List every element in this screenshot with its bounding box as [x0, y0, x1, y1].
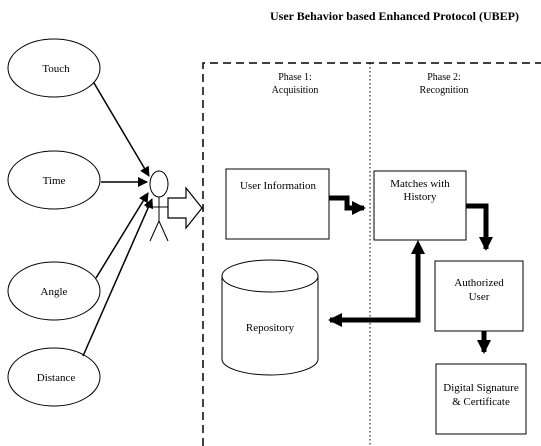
user-information-label: User Information	[240, 180, 317, 192]
signature-label-line2: & Certificate	[452, 396, 510, 408]
repository-label: Repository	[246, 322, 295, 334]
authorized-label-line1: Authorized	[454, 277, 504, 289]
matches-to-authorized-arrow	[466, 203, 493, 251]
repository-cylinder: Repository	[221, 259, 319, 376]
matches-label-line1: Matches with	[390, 178, 450, 190]
touch-node: Touch	[7, 38, 101, 98]
block-arrow	[167, 186, 203, 230]
angle-node: Angle	[7, 261, 101, 321]
phase-container	[202, 62, 541, 446]
phase2-label-line1: Phase 2:	[427, 72, 461, 83]
angle-label: Angle	[41, 286, 68, 298]
distance-label: Distance	[37, 372, 76, 384]
user-information-box: User Information	[225, 168, 330, 240]
info-to-matches-arrow	[329, 195, 366, 215]
time-label: Time	[43, 175, 66, 187]
touch-arrow	[93, 82, 150, 177]
phase1-label-line2: Acquisition	[272, 85, 319, 96]
angle-arrow	[95, 192, 149, 279]
phase2-label-line2: Recognition	[420, 85, 469, 96]
digital-signature-box: Digital Signature & Certificate	[435, 363, 527, 435]
phase1-label-line1: Phase 1:	[278, 72, 312, 83]
time-node: Time	[7, 150, 101, 210]
matches-label-line2: History	[404, 191, 438, 203]
user-figure-icon	[146, 170, 172, 242]
distance-node: Distance	[7, 347, 101, 407]
repository-link-arrowhead-up	[411, 240, 425, 254]
repository-link-arrow	[328, 253, 421, 327]
signature-label-line1: Digital Signature	[443, 382, 519, 394]
diagram-title: User Behavior based Enhanced Protocol (U…	[270, 9, 519, 23]
authorized-user-box: Authorized User	[434, 260, 524, 332]
touch-label: Touch	[42, 63, 70, 75]
matches-history-box: Matches with History	[373, 170, 467, 241]
distance-arrow	[82, 198, 153, 357]
authorized-label-line2: User	[469, 291, 490, 303]
